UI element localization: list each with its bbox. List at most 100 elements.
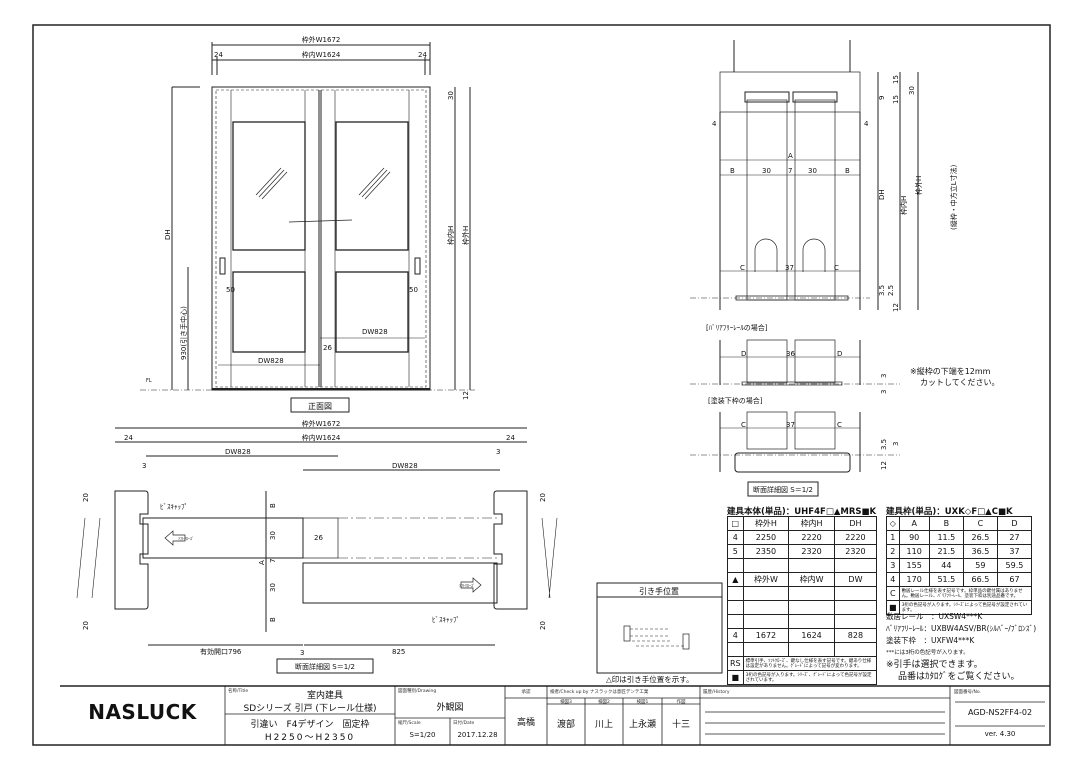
dim-label: B: [845, 167, 850, 175]
field-label: 日付/Date: [453, 721, 475, 726]
dim-label: 30: [447, 91, 455, 100]
dim-label: DW828: [392, 462, 418, 470]
drawing-type: 外観図: [436, 703, 464, 713]
dim-label: 24: [124, 434, 133, 442]
side-section: 4 4 A B 30 7 30 B C 37 C 15 15 30 9 DH 枠…: [690, 40, 1000, 497]
dim-label: 7: [269, 559, 277, 563]
soft-close-label: ｿﾌﾄｸﾛｰｽﾞ: [178, 535, 194, 541]
front-inner-width: 枠内W1624: [302, 50, 341, 59]
cell: 2250: [742, 530, 790, 545]
cell: 枠外H: [742, 516, 790, 531]
cell: 2320: [833, 544, 878, 559]
dim-label: 30: [908, 86, 916, 95]
dim-label: 3: [880, 390, 888, 394]
cell: A: [898, 516, 930, 531]
note-cell: 敷居レール仕様を表す記号です。枠単品の鍵付属はありません。敷居レール、ﾊﾞﾘｱﾌ…: [898, 586, 1033, 601]
dim-label: 3.5: [880, 439, 888, 450]
note-cell: 3桁の色記号が入ります。ｼﾘｰｽﾞによって色記号が設定されています。: [898, 600, 1033, 615]
field-label: 作図: [676, 700, 686, 705]
cell: 2350: [742, 544, 790, 559]
field-label: 縮尺/Scale: [398, 721, 421, 726]
glass-panel-left: [232, 121, 306, 251]
right-jamb: [493, 490, 528, 610]
title-line: SDシリーズ 引戸 (下レール仕様): [243, 704, 377, 714]
dim-label: A: [258, 560, 266, 565]
screw-cap-label: ﾋﾞｽｷｬｯﾌﾟ: [160, 503, 188, 511]
cell: C: [962, 516, 998, 531]
dim-label: 3: [892, 442, 900, 446]
dim-label: 20: [82, 493, 90, 502]
field-label: 名称/Title: [228, 689, 249, 694]
front-view: 枠外W1672 枠内W1624 24 24 DH 930(引き手中心) 枠内H …: [140, 35, 475, 413]
dim-label: 50: [226, 286, 235, 294]
dim-label: 24: [418, 51, 427, 59]
dim-label: 36: [786, 350, 795, 358]
dim-label: 20: [539, 493, 547, 502]
dim-label: 7: [788, 167, 792, 175]
dim-label: 枠内H: [899, 196, 908, 215]
cell: DW: [833, 572, 878, 587]
dim-label: C: [740, 264, 745, 272]
dim-outer-h: 枠外H: [461, 226, 470, 245]
cell: 4: [727, 530, 744, 545]
dim-label: B: [730, 167, 735, 175]
dim-label: DW828: [362, 328, 388, 336]
painted-frame-title: [塗装下枠の場合]: [708, 396, 763, 405]
frame-table-title: 建具枠(単品)：UXK◇F□▲C■K: [886, 507, 1013, 517]
rail-notes: 敷居レール ：UXSW4***K ﾊﾞﾘｱﾌﾘｰﾚｰﾙ：UXBW4ASV/BR(…: [886, 611, 1036, 683]
cell: 37: [996, 544, 1033, 559]
rail-note: 敷居レール ：UXSW4***K: [886, 612, 983, 621]
handle-right: [414, 257, 421, 275]
cell: ▲: [727, 572, 744, 587]
checker: 十三: [671, 720, 690, 730]
dim-label: A: [788, 152, 793, 160]
dim-label: B: [269, 617, 277, 622]
cell: 2220: [788, 530, 835, 545]
dim-label: C: [834, 264, 839, 272]
cell: 4: [727, 628, 744, 643]
plan-section-caption: 断面詳細図 S＝1/2: [295, 662, 355, 671]
dim-label: 30: [762, 167, 771, 175]
front-outer-width: 枠外W1672: [302, 35, 341, 44]
cut-note: ※縦枠の下端を12mm: [910, 366, 991, 376]
cell: 2220: [833, 530, 878, 545]
company-logo: NASLUCK: [88, 700, 197, 724]
dim-label: 30: [269, 583, 277, 592]
dim-label: 3.5: [878, 285, 886, 296]
glass-panel-right: [335, 121, 409, 251]
dim-label: 26: [314, 534, 323, 542]
cell: 1672: [742, 628, 790, 643]
cell: 828: [833, 628, 878, 643]
field-label: 検者/Check up by ナスラックは意匠デンテ工業: [550, 690, 649, 695]
cell: 2: [886, 544, 900, 559]
dim-label: 3: [496, 448, 500, 456]
date: 2017.12.28: [457, 731, 498, 739]
cell: 110: [898, 544, 930, 559]
sheet-border: [32, 24, 1051, 746]
cell: ■: [727, 670, 744, 685]
cell: 2320: [788, 544, 835, 559]
cell: ◇: [886, 516, 900, 531]
dim-label: 枠外H: [914, 176, 923, 195]
field-label: 図面種別/Drawing: [398, 689, 437, 694]
barrier-free-title: [ﾊﾞﾘｱﾌﾘｰﾚｰﾙの場合]: [706, 323, 768, 332]
side-section-caption: 断面詳細図 S＝1/2: [753, 485, 813, 494]
cell: 1624: [788, 628, 835, 643]
dim-label: 15: [892, 95, 900, 104]
dim-label: D: [837, 350, 842, 358]
dim-label: C: [741, 421, 746, 429]
cell: 4: [886, 572, 900, 587]
pull-position-note: △印は引き手位置を示す。: [606, 674, 694, 684]
field-label: 検図3: [560, 700, 572, 705]
dim-note: (縦枠・中方立L寸法): [949, 164, 958, 230]
checker: 渡部: [556, 720, 575, 730]
